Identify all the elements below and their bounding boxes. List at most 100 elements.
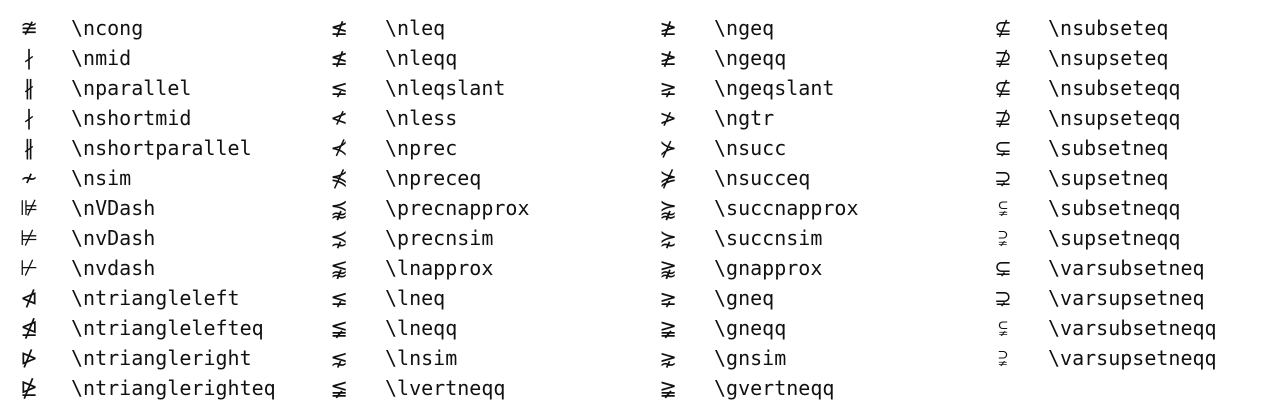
- latex-command-label: \gnapprox: [714, 256, 823, 280]
- symbol-row: ∦\nshortparallel: [14, 133, 334, 163]
- latex-command-label: \nsupseteq: [1048, 46, 1169, 70]
- latex-command-label: \nsim: [71, 166, 132, 190]
- symbol-row: ∤ \nmid: [14, 43, 334, 73]
- math-symbol-glyph: ≩: [659, 316, 677, 340]
- math-symbol-glyph: ⋭: [20, 376, 38, 400]
- symbol-row: ⊈ \nsubseteq: [988, 13, 1282, 43]
- math-symbol-glyph: ⊋: [994, 166, 1012, 190]
- math-symbol-glyph: ⪇: [330, 286, 348, 310]
- math-symbol-glyph: ⫌: [998, 346, 1008, 370]
- math-symbol-glyph: ⊉: [994, 106, 1012, 130]
- symbol-row: ⪈\gneq: [653, 283, 973, 313]
- math-symbol-glyph: ⫌: [998, 226, 1008, 250]
- symbol-row: ⊈\nsubseteqq: [988, 73, 1282, 103]
- symbol-row: ⊋\supsetneq: [988, 163, 1282, 193]
- math-symbol-glyph: ≨: [330, 316, 348, 340]
- latex-command-label: \nsucc: [714, 136, 787, 160]
- symbol-row: ≩\gvertneqq: [653, 373, 973, 403]
- math-symbol-glyph: ⋡: [659, 166, 677, 190]
- latex-command-label: \ncong: [71, 16, 144, 40]
- symbol-row: ⋭ \ntrianglerighteq: [14, 373, 334, 403]
- symbol-row: ⫋\varsubsetneqq: [988, 313, 1282, 343]
- symbol-row: ⪈\ngeqslant: [653, 73, 973, 103]
- symbol-row: ⊬\nvdash: [14, 253, 334, 283]
- symbol-row: ≩ \gneqq: [653, 313, 973, 343]
- symbol-row: ≇\ncong: [14, 13, 334, 43]
- math-symbol-glyph: ≰: [330, 16, 348, 40]
- math-symbol-glyph: ≱: [659, 46, 677, 70]
- math-symbol-glyph: ∤: [23, 46, 35, 70]
- symbol-row: ⫌\supsetneqq: [988, 223, 1282, 253]
- symbol-row: ≁\nsim: [14, 163, 334, 193]
- latex-command-label: \nparallel: [71, 76, 192, 100]
- math-symbol-glyph: ⊈: [994, 16, 1012, 40]
- math-symbol-glyph: ∦: [23, 76, 35, 100]
- symbol-row: ≮ \nless: [324, 103, 644, 133]
- math-symbol-glyph: ⊊: [994, 136, 1012, 160]
- math-symbol-glyph: ⪇: [330, 76, 348, 100]
- latex-command-label: \lvertneqq: [385, 376, 506, 400]
- latex-command-label: \nsupseteqq: [1048, 106, 1181, 130]
- symbol-row: ≰\nleq: [324, 13, 644, 43]
- symbol-row: ⋦\lnsim: [324, 343, 644, 373]
- latex-command-label: \ntriangleright: [71, 346, 252, 370]
- latex-command-label: \gnsim: [714, 346, 787, 370]
- math-symbol-glyph: ⋠: [330, 166, 348, 190]
- latex-command-label: \ngtr: [714, 106, 775, 130]
- latex-command-label: \nsubseteq: [1048, 16, 1169, 40]
- symbol-row: ⋨\precnsim: [324, 223, 644, 253]
- latex-command-label: \ntrianglerighteq: [71, 376, 276, 400]
- symbol-row: ≯\ngtr: [653, 103, 973, 133]
- latex-command-label: \gneqq: [714, 316, 787, 340]
- latex-command-label: \ngeqq: [714, 46, 787, 70]
- math-symbol-glyph: ≨: [330, 376, 348, 400]
- math-symbol-glyph: ∤: [23, 106, 35, 130]
- latex-command-label: \varsupsetneqq: [1048, 346, 1217, 370]
- math-symbol-glyph: ⋨: [330, 226, 348, 250]
- latex-command-label: \nmid: [71, 46, 132, 70]
- math-symbol-glyph: ⊁: [659, 136, 677, 160]
- math-symbol-glyph: ⊬: [19, 256, 39, 280]
- symbol-row: ⪇\lneq: [324, 283, 644, 313]
- latex-command-label: \ntrianglelefteq: [71, 316, 264, 340]
- latex-command-label: \precnapprox: [385, 196, 530, 220]
- symbol-row: ⪉\lnapprox: [324, 253, 644, 283]
- math-symbol-glyph: ⊋: [994, 286, 1012, 310]
- symbol-row: ∤\nshortmid: [14, 103, 334, 133]
- math-symbol-glyph: ≱: [659, 16, 677, 40]
- symbol-row: ⊊\varsubsetneq: [988, 253, 1282, 283]
- symbol-row: ⪹\precnapprox: [324, 193, 644, 223]
- math-symbol-glyph: ≩: [659, 376, 677, 400]
- math-symbol-glyph: ⊀: [330, 136, 348, 160]
- latex-command-label: \npreceq: [385, 166, 482, 190]
- latex-command-label: \varsubsetneqq: [1048, 316, 1217, 340]
- symbol-row: ⊀\nprec: [324, 133, 644, 163]
- latex-command-label: \nless: [385, 106, 458, 130]
- latex-command-label: \nvDash: [71, 226, 156, 250]
- symbol-row: ⪺\succnapprox: [653, 193, 973, 223]
- math-symbol-glyph: ⊭: [19, 226, 39, 250]
- symbol-row: ≨ \lvertneqq: [324, 373, 644, 403]
- latex-command-label: \nleqslant: [385, 76, 506, 100]
- latex-command-label: \succnsim: [714, 226, 823, 250]
- symbol-column-2: ≰\nleq≰\nleqq⪇\nleqslant≮\nless⊀\nprec⋠\…: [324, 13, 644, 403]
- math-symbol-glyph: ≮: [330, 106, 348, 130]
- symbol-row: ⫌ \varsupsetneqq: [988, 343, 1282, 373]
- symbol-row: ⋪\ntriangleleft: [14, 283, 334, 313]
- latex-command-label: \ntriangleleft: [71, 286, 240, 310]
- symbol-row: ⊭ \nvDash: [14, 223, 334, 253]
- latex-command-label: \nsucceq: [714, 166, 811, 190]
- latex-command-label: \lnsim: [385, 346, 458, 370]
- symbol-row: ⋠ \npreceq: [324, 163, 644, 193]
- symbol-row: ⋡ \nsucceq: [653, 163, 973, 193]
- math-symbol-glyph: ∦: [23, 136, 35, 160]
- math-symbol-glyph: ⋫: [20, 346, 38, 370]
- symbol-row: ≱ \ngeqq: [653, 43, 973, 73]
- symbol-row: ≨ \lneqq: [324, 313, 644, 343]
- math-symbol-glyph: ⪉: [330, 256, 348, 280]
- math-symbol-glyph: ⋬: [20, 316, 38, 340]
- latex-command-label: \varsupsetneq: [1048, 286, 1205, 310]
- math-symbol-glyph: ⫋: [998, 196, 1008, 220]
- symbol-row: ⫋\subsetneqq: [988, 193, 1282, 223]
- latex-command-label: \lneqq: [385, 316, 458, 340]
